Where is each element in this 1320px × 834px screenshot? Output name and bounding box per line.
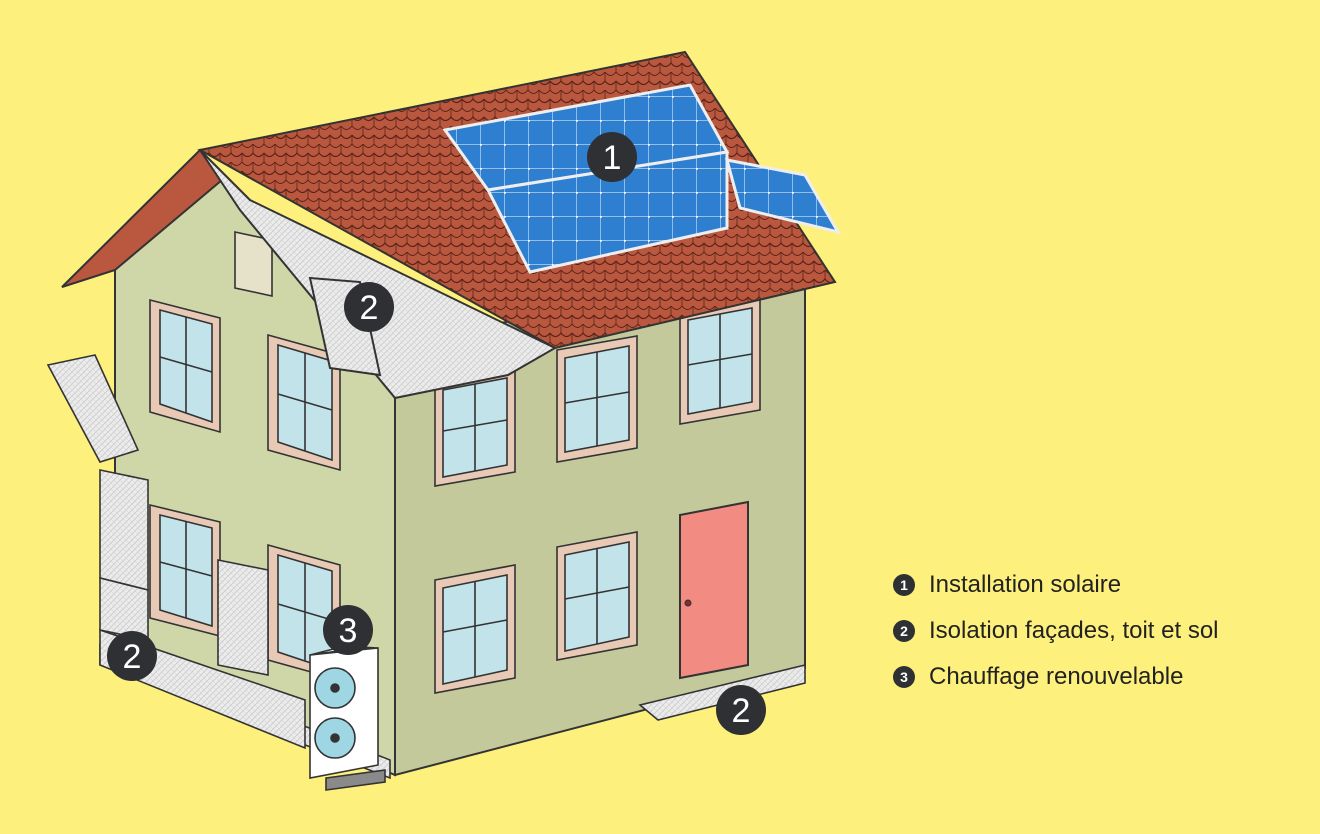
window: [149, 298, 221, 434]
svg-text:3: 3: [339, 612, 358, 650]
solar-panel: [724, 158, 842, 235]
svg-text:2: 2: [360, 289, 379, 327]
badge-heat-pump: 3: [323, 605, 373, 655]
solar-panels: [442, 83, 842, 274]
facade-windows: [434, 297, 761, 694]
window: [556, 335, 638, 463]
badge-roof-insulation: 2: [344, 282, 394, 332]
window: [679, 297, 761, 425]
legend-item-solar: 1 Installation solaire: [893, 562, 1293, 608]
legend-label: Chauffage renouvelable: [929, 663, 1184, 690]
solar-panel: [485, 150, 729, 274]
svg-text:1: 1: [603, 139, 622, 177]
window: [267, 333, 341, 472]
legend: 1 Installation solaire 2 Isolation façad…: [893, 562, 1293, 700]
badge-solar: 1: [587, 132, 637, 182]
roof-insulation: [199, 149, 558, 400]
window: [434, 367, 516, 487]
legend-label: Isolation façades, toit et sol: [929, 617, 1219, 644]
heat-pump: [309, 645, 386, 791]
legend-number: 3: [893, 666, 915, 688]
window: [149, 503, 221, 638]
svg-text:2: 2: [123, 638, 142, 676]
window: [434, 564, 516, 694]
legend-item-heating: 3 Chauffage renouvelable: [893, 654, 1293, 700]
window: [556, 531, 638, 661]
legend-number: 1: [893, 574, 915, 596]
gable-windows: [149, 231, 341, 682]
badge-wall-insulation: 2: [107, 631, 157, 681]
legend-item-insulation: 2 Isolation façades, toit et sol: [893, 608, 1293, 654]
badge-floor-insulation: 2: [716, 685, 766, 735]
legend-number: 2: [893, 620, 915, 642]
legend-label: Installation solaire: [929, 571, 1122, 598]
front-door: [679, 500, 749, 680]
svg-text:2: 2: [732, 692, 751, 730]
attic-vent: [234, 231, 273, 297]
